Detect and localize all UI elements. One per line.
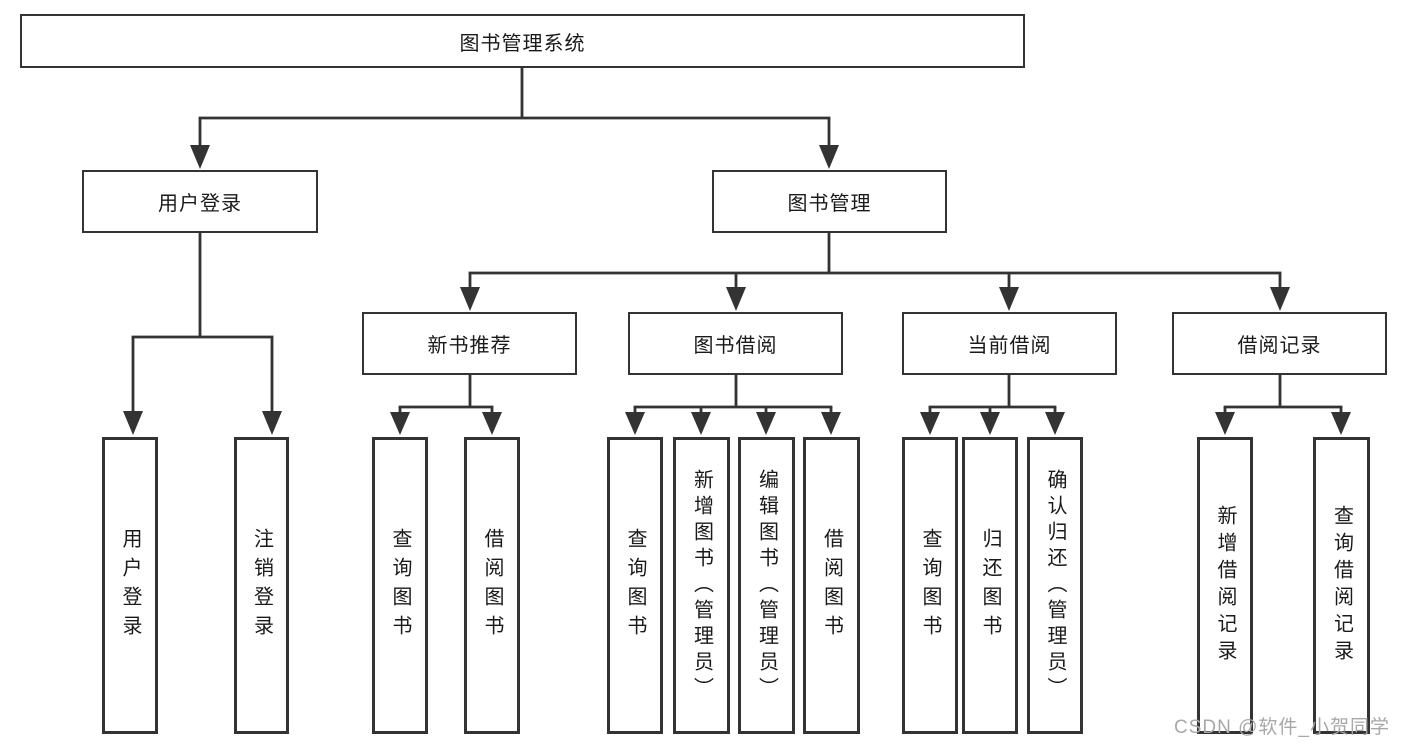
node-user-login-group: 用户登录 bbox=[82, 170, 318, 233]
leaf-query-borrowing-record: 查询借阅记录 bbox=[1313, 437, 1370, 734]
node-current-borrowing: 当前借阅 bbox=[902, 312, 1117, 375]
node-book-management: 图书管理 bbox=[712, 170, 947, 233]
leaf-borrow-books: 借阅图书 bbox=[803, 437, 860, 734]
node-library-management-system: 图书管理系统 bbox=[20, 14, 1025, 68]
leaf-add-borrowing-record: 新增借阅记录 bbox=[1197, 437, 1253, 734]
node-new-book-recommendation: 新书推荐 bbox=[362, 312, 577, 375]
node-borrowing-records: 借阅记录 bbox=[1172, 312, 1387, 375]
leaf-user-login: 用户登录 bbox=[102, 437, 158, 734]
leaf-return-books: 归还图书 bbox=[962, 437, 1018, 734]
leaf-edit-books-admin: 编辑图书（管理员） bbox=[738, 437, 795, 734]
leaf-query-books-recommend: 查询图书 bbox=[372, 437, 428, 734]
leaf-borrow-books-recommend: 借阅图书 bbox=[464, 437, 520, 734]
leaf-logout: 注销登录 bbox=[234, 437, 289, 734]
csdn-watermark: CSDN @软件_小贺同学 bbox=[1174, 717, 1390, 738]
leaf-confirm-return-admin: 确认归还（管理员） bbox=[1027, 437, 1083, 734]
node-book-borrowing: 图书借阅 bbox=[628, 312, 843, 375]
leaf-add-books-admin: 新增图书（管理员） bbox=[673, 437, 730, 734]
leaf-query-books-current: 查询图书 bbox=[902, 437, 958, 734]
leaf-query-books-borrowing: 查询图书 bbox=[607, 437, 663, 734]
